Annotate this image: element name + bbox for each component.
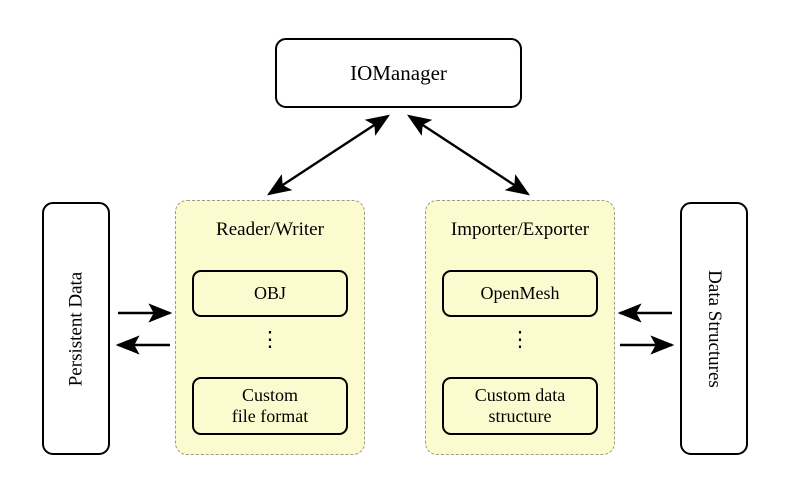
io-manager-node[interactable]: IOManager [275, 38, 522, 108]
arrow-manager-importer-exporter [406, 114, 531, 196]
importer-exporter-item-custom-data-structure[interactable]: Custom data structure [442, 377, 598, 435]
reader-writer-item-custom-file-format[interactable]: Custom file format [192, 377, 348, 435]
importer-exporter-item-openmesh[interactable]: OpenMesh [442, 270, 598, 317]
reader-writer-item-obj[interactable]: OBJ [192, 270, 348, 317]
data-structures-label: Data Structures [704, 269, 725, 388]
arrow-manager-reader-writer [266, 114, 391, 196]
panel-reader-writer-title: Reader/Writer [216, 219, 324, 240]
data-structures-node[interactable]: Data Structures [680, 202, 748, 455]
persistent-data-node[interactable]: Persistent Data [42, 202, 110, 455]
reader-writer-ellipsis-icon: ⋮ [259, 327, 281, 351]
panel-reader-writer: Reader/Writer OBJ ⋮ Custom file format [175, 200, 365, 455]
panel-importer-exporter-title: Importer/Exporter [450, 219, 590, 240]
importer-exporter-ellipsis-icon: ⋮ [509, 327, 531, 351]
panel-importer-exporter: Importer/Exporter OpenMesh ⋮ Custom data… [425, 200, 615, 455]
persistent-data-label: Persistent Data [65, 271, 87, 386]
